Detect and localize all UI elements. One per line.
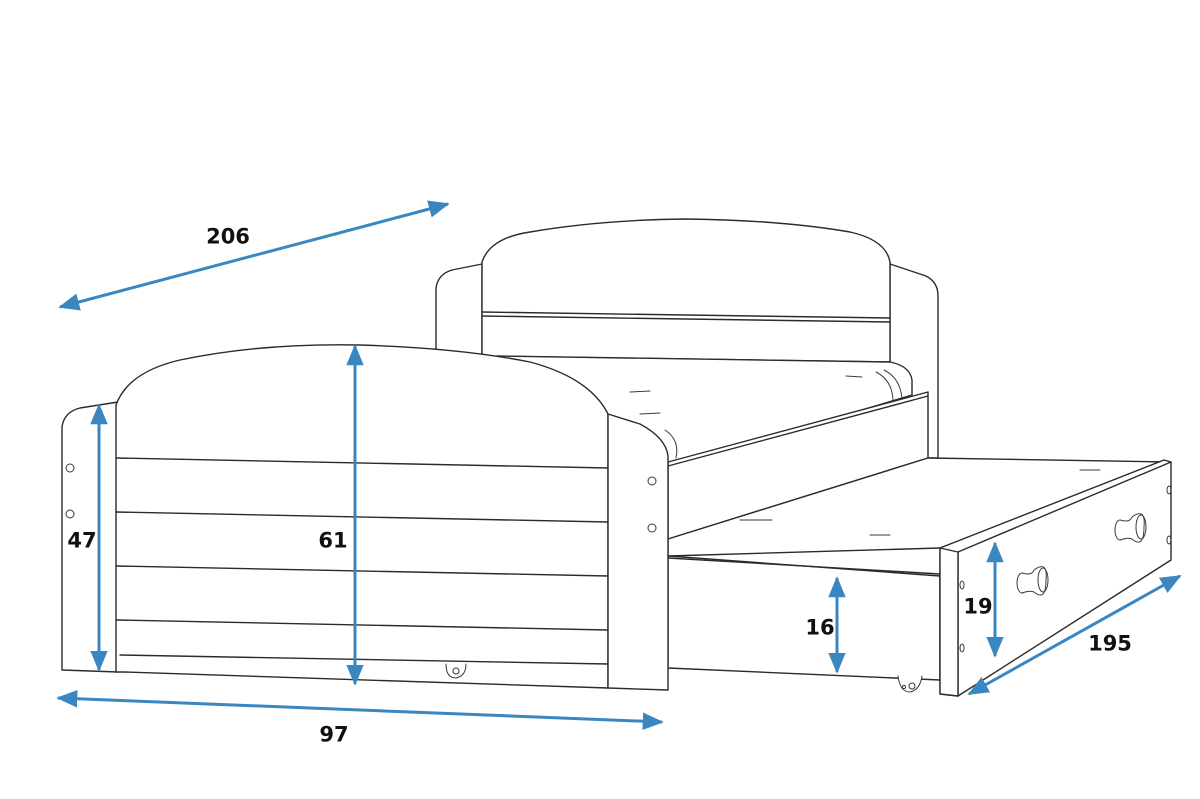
- front-headboard: [61, 344, 669, 691]
- dimension-label-footboard-side-height: 47: [67, 528, 97, 553]
- bolt-icon: [65, 463, 657, 533]
- dimension-label-drawer-front-height: 19: [963, 594, 993, 619]
- dimension-label-length: 206: [206, 224, 250, 249]
- dimension-label-headboard-height: 61: [318, 528, 348, 553]
- dimension-label-drawer-clearance-height: 16: [805, 615, 835, 640]
- dimension-arrow-length: [58, 200, 450, 311]
- dimension-label-drawer-length: 195: [1088, 631, 1132, 656]
- caster-wheel-icon: [897, 675, 923, 693]
- drawer-knob-icon: [1114, 513, 1147, 543]
- dimension-label-width: 97: [319, 722, 349, 747]
- dimension-arrows: [56, 200, 1182, 730]
- caster-wheel-icon: [445, 663, 467, 679]
- dimension-arrow-drawer-length: [967, 574, 1182, 696]
- dimension-arrow-width: [56, 690, 664, 730]
